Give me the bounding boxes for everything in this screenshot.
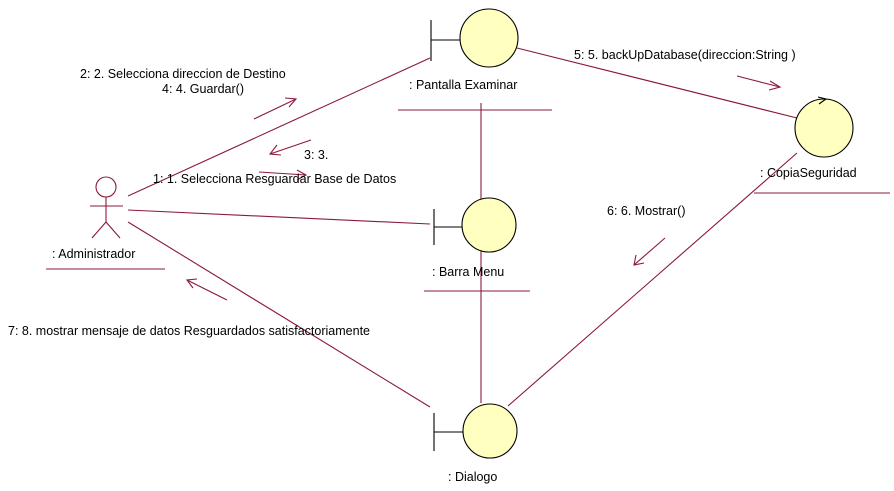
arrow-msg-6 (633, 237, 666, 266)
boundary-icon (461, 197, 517, 253)
boundary-pantalla-examinar (430, 8, 519, 68)
message-7-label: 7: 8. mostrar mensaje de datos Resguarda… (8, 324, 370, 338)
message-6-label: 6: 6. Mostrar() (607, 204, 686, 218)
arrow-msg-1 (258, 169, 308, 181)
pantalla-examinar-label: : Pantalla Examinar (409, 78, 517, 92)
boundary-icon (462, 403, 518, 459)
barra-menu-label: : Barra Menu (432, 265, 504, 279)
link-pantalla-copia (516, 47, 798, 119)
arrow-msg-3 (268, 139, 312, 156)
control-icon (794, 98, 854, 158)
link-administrador-dialogo (127, 221, 431, 408)
actor-administrador-label: : Administrador (52, 247, 135, 261)
control-copia-seguridad (794, 96, 854, 158)
arrow-msg-5 (736, 75, 782, 91)
link-administrador-barra (127, 209, 431, 225)
link-administrador-pantalla (127, 57, 431, 197)
message-2-label: 2: 2. Selecciona direccion de Destino (80, 67, 286, 81)
arrow-msg-7 (185, 278, 228, 301)
actor-administrador (90, 176, 123, 239)
copia-seguridad-label: : CopiaSeguridad (760, 166, 857, 180)
boundary-dialogo (433, 403, 518, 459)
message-3-label: 3: 3. (304, 148, 328, 162)
arrow-msg-2-4 (253, 97, 298, 120)
link-copia-dialogo (507, 152, 798, 407)
boundary-icon (459, 8, 519, 68)
message-4-label: 4: 4. Guardar() (162, 82, 244, 96)
boundary-barra-menu (433, 197, 517, 253)
dialogo-label: : Dialogo (448, 470, 497, 484)
message-5-label: 5: 5. backUpDatabase(direccion:String ) (574, 48, 796, 62)
actor-head (95, 176, 117, 198)
message-1-label: 1: 1. Selecciona Resguardar Base de Dato… (153, 172, 396, 186)
